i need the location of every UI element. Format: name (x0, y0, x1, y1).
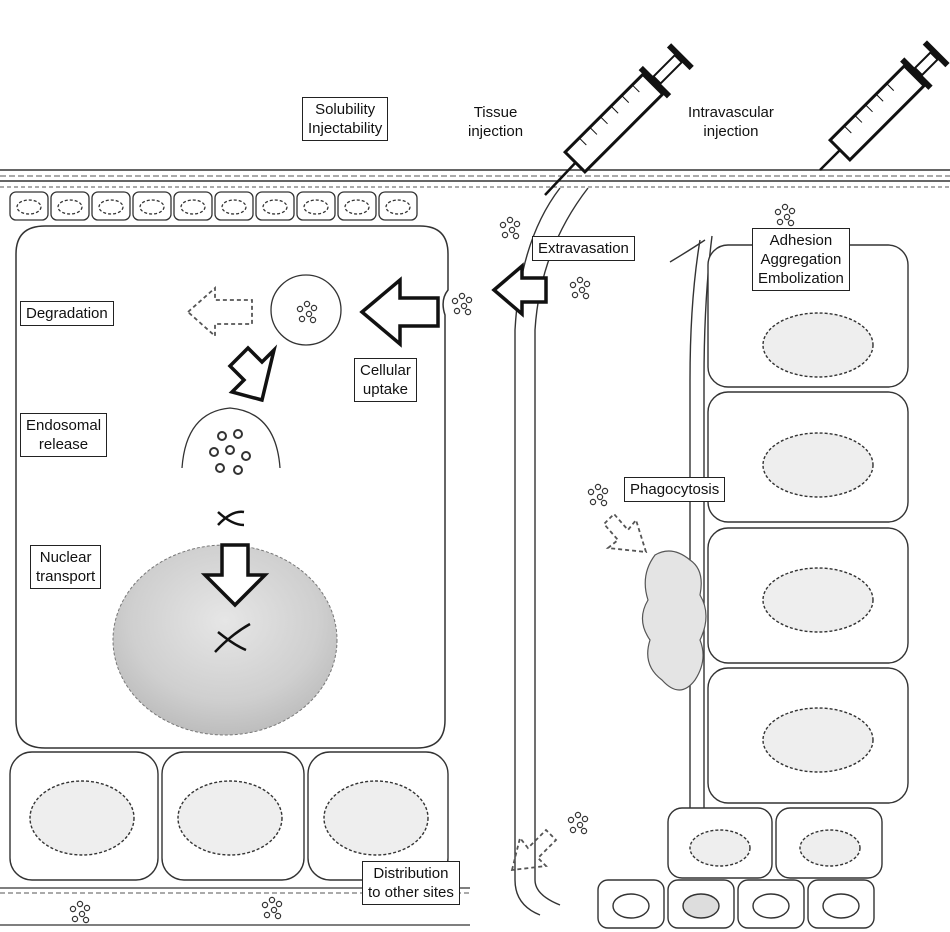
label-line: Extravasation (538, 239, 629, 258)
top-epithelial-cells (10, 192, 417, 220)
label-line: Distribution (368, 864, 454, 883)
label-line: Aggregation (758, 250, 844, 269)
label-line: Degradation (26, 304, 108, 323)
label-line: Cellular (360, 361, 411, 380)
label-tissue-injection: Tissue injection (468, 103, 523, 141)
label-solubility: Solubility Injectability (302, 97, 388, 141)
top-vessel-wall (0, 170, 950, 187)
right-cells (598, 245, 908, 928)
endosome (271, 275, 341, 345)
label-phagocytosis: Phagocytosis (624, 477, 725, 502)
label-adhesion: Adhesion Aggregation Embolization (752, 228, 850, 291)
intravascular-syringe-icon (820, 38, 950, 170)
label-line: Adhesion (758, 231, 844, 250)
label-line: Intravascular (688, 103, 774, 122)
label-degradation: Degradation (20, 301, 114, 326)
macrophage-icon (642, 551, 706, 690)
label-extravasation: Extravasation (532, 236, 635, 261)
label-cellular-uptake: Cellular uptake (354, 358, 417, 402)
label-nuclear-transport: Nuclear transport (30, 545, 101, 589)
label-line: Injectability (308, 119, 382, 138)
label-line: transport (36, 567, 95, 586)
label-line: Nuclear (36, 548, 95, 567)
label-endosomal-release: Endosomal release (20, 413, 107, 457)
label-line: Phagocytosis (630, 480, 719, 499)
label-line: Tissue (468, 103, 523, 122)
label-line: Endosomal (26, 416, 101, 435)
label-line: Solubility (308, 100, 382, 119)
label-line: uptake (360, 380, 411, 399)
label-line: injection (688, 122, 774, 141)
label-intravascular-injection: Intravascular injection (688, 103, 774, 141)
label-line: to other sites (368, 883, 454, 902)
tissue-syringe-icon (545, 40, 697, 195)
label-distribution: Distribution to other sites (362, 861, 460, 905)
label-line: release (26, 435, 101, 454)
label-line: Embolization (758, 269, 844, 288)
label-line: injection (468, 122, 523, 141)
